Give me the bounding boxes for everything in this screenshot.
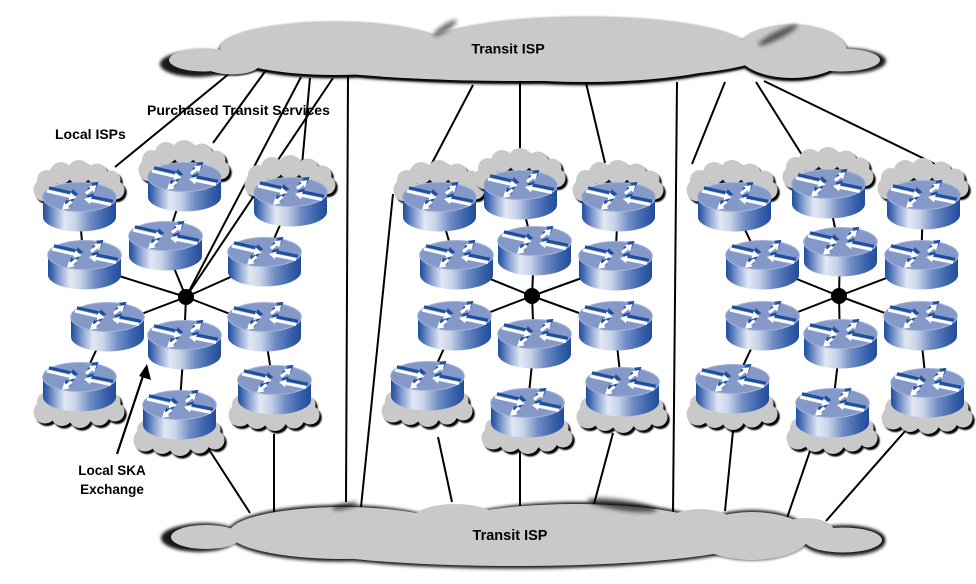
svg-text:Local ISPs: Local ISPs bbox=[55, 126, 126, 142]
svg-text:Exchange: Exchange bbox=[80, 482, 144, 497]
svg-text:Transit ISP: Transit ISP bbox=[471, 42, 544, 58]
svg-text:Local SKA: Local SKA bbox=[78, 463, 146, 478]
svg-text:Transit ISP: Transit ISP bbox=[473, 528, 548, 544]
svg-text:Purchased Transit Services: Purchased Transit Services bbox=[147, 102, 330, 118]
